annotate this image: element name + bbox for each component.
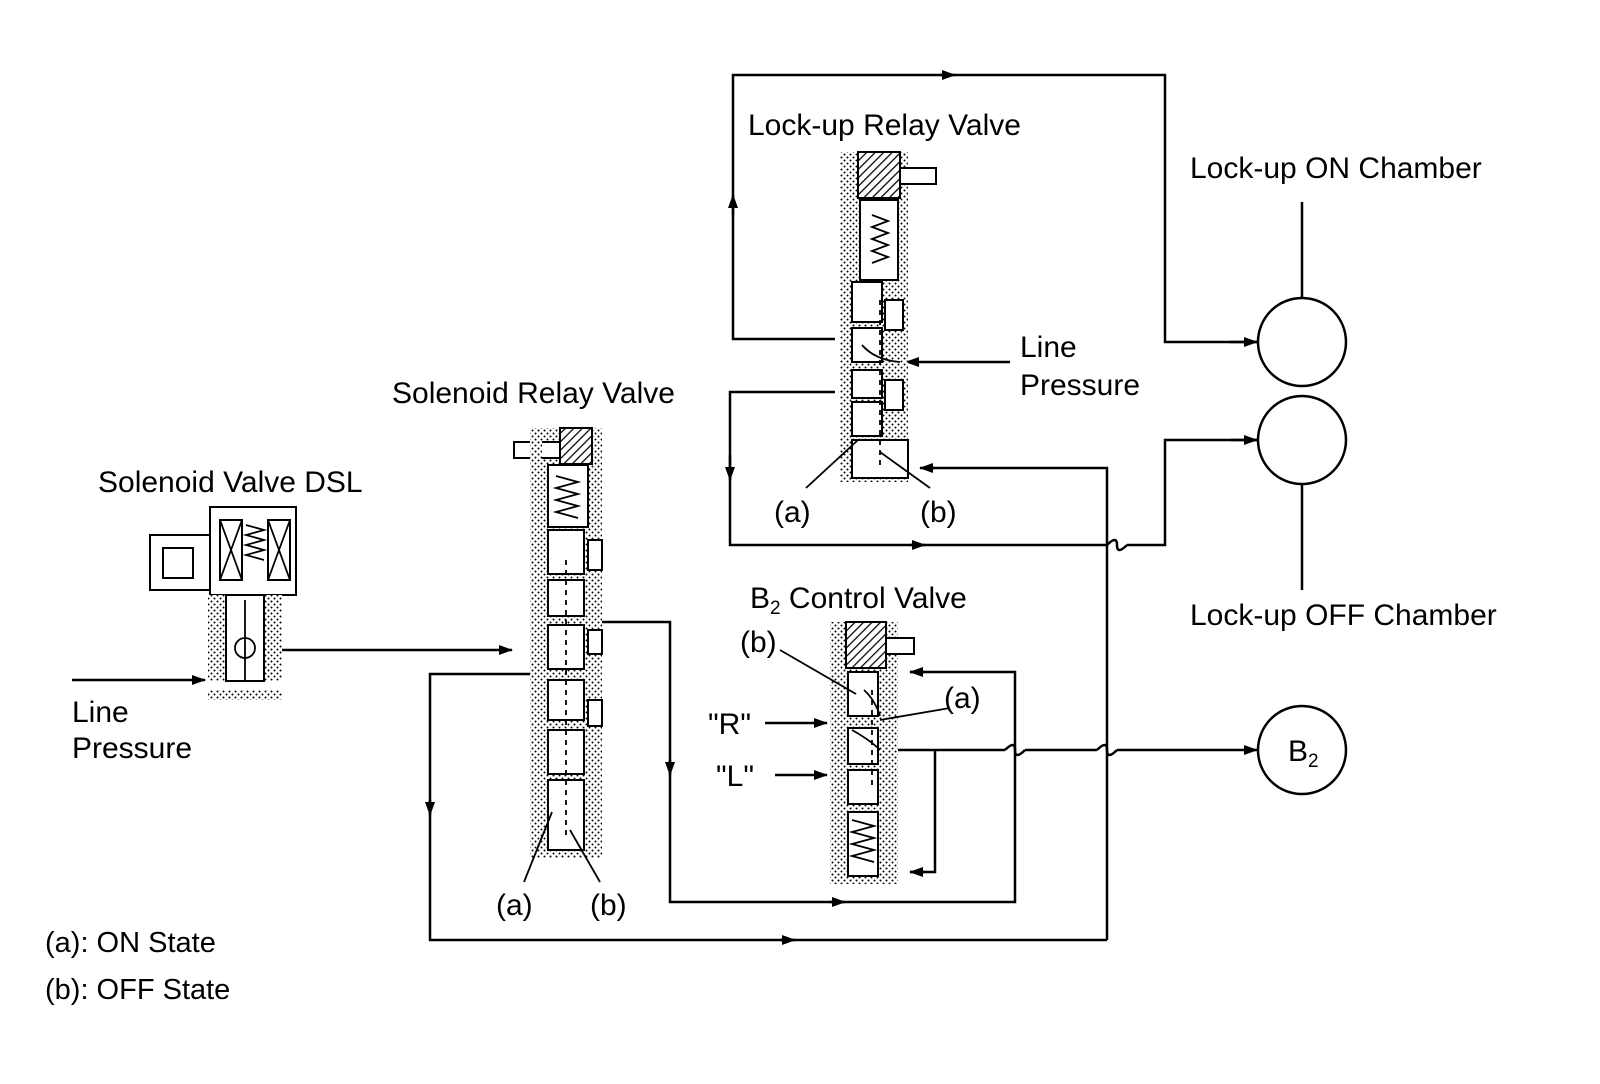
- lockup-off-chamber-circle: [1256, 394, 1348, 486]
- b2-chamber-main: B: [1288, 735, 1308, 768]
- label-line-pressure-right-1: Line: [1020, 331, 1077, 364]
- label-lockup-on-chamber: Lock-up ON Chamber: [1190, 152, 1482, 185]
- b2-chamber-circle: [1256, 704, 1348, 796]
- b2-chamber-sub: 2: [1308, 751, 1319, 772]
- label-lockup-off-chamber: Lock-up OFF Chamber: [1190, 599, 1497, 632]
- text-labels: Lock-up Relay Valve Lock-up ON Chamber L…: [45, 109, 1497, 1006]
- legend-a-on-state: (a): ON State: [45, 927, 216, 959]
- label-line-pressure-left-2: Pressure: [72, 732, 192, 765]
- marker-b-lockup-relay: (b): [920, 496, 957, 529]
- b2-control-valve: [830, 621, 915, 884]
- label-b2-control-valve: B2 Control Valve: [750, 582, 967, 619]
- label-r-port: "R": [708, 708, 751, 741]
- label-line-pressure-left-1: Line: [72, 696, 129, 729]
- marker-b-solenoid-relay: (b): [590, 889, 627, 922]
- marker-a-solenoid-relay: (a): [496, 889, 533, 922]
- marker-b-b2-control: (b): [740, 626, 777, 659]
- label-solenoid-valve-dsl: Solenoid Valve DSL: [98, 466, 363, 499]
- b2-control-rest: Control Valve: [781, 582, 967, 615]
- label-solenoid-relay-valve: Solenoid Relay Valve: [392, 377, 675, 410]
- marker-a-lockup-relay: (a): [774, 496, 811, 529]
- b2-control-sub: 2: [770, 598, 781, 619]
- lockup-relay-valve: [840, 151, 937, 482]
- label-l-port: "L": [716, 760, 754, 793]
- legend-b-off-state: (b): OFF State: [45, 974, 230, 1006]
- marker-a-b2-control: (a): [944, 682, 981, 715]
- lockup-on-chamber-circle: [1256, 296, 1348, 388]
- chambers: [1256, 296, 1348, 796]
- b2-control-main: B: [750, 582, 770, 615]
- solenoid-relay-valve: [513, 427, 603, 858]
- label-line-pressure-right-2: Pressure: [1020, 369, 1140, 402]
- state-leaders: [523, 439, 951, 883]
- label-b2-chamber: B2: [1288, 735, 1319, 772]
- label-lockup-relay-valve: Lock-up Relay Valve: [748, 109, 1021, 142]
- solenoid-valve-dsl: [149, 506, 297, 700]
- hydraulic-lines: [72, 70, 1304, 945]
